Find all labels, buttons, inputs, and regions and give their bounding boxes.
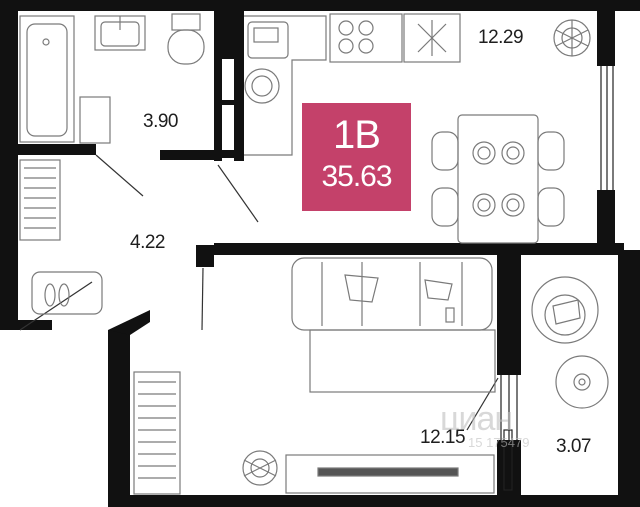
loggia-armchair: [531, 276, 599, 344]
bedroom-radiator: [133, 371, 181, 495]
door-swings: [19, 154, 499, 431]
watermark-code: 15 175479: [468, 435, 530, 450]
area-bedroom: 12.15: [420, 427, 466, 448]
apartment-type: 1В: [333, 113, 381, 157]
watermark: циан 15 175479: [440, 400, 529, 450]
hall-radiator: [19, 159, 61, 241]
watermark-brand: циан: [440, 400, 513, 438]
bathtub: [19, 15, 75, 143]
plant-kitchen: [553, 19, 591, 57]
window-bedroom: [500, 375, 518, 440]
loggia-table: [555, 355, 609, 409]
dining-table: [431, 114, 565, 244]
stove: [329, 13, 403, 63]
toilet: [167, 13, 205, 65]
area-kitchen-living: 12.29: [478, 27, 524, 48]
washing-machine: [79, 96, 111, 144]
loggia-door: [503, 429, 513, 491]
fridge: [403, 13, 461, 63]
tv-stand: [285, 454, 495, 494]
window-kitchen: [600, 66, 614, 190]
shoe-mat: [31, 271, 103, 315]
apartment-total-area: 35.63: [321, 160, 392, 193]
plant-bedroom: [242, 450, 278, 486]
sink: [94, 15, 146, 51]
area-hall: 4.22: [130, 232, 165, 253]
apartment-badge: 1В 35.63: [302, 103, 411, 211]
area-loggia: 3.07: [556, 436, 591, 457]
area-bathroom: 3.90: [143, 111, 178, 132]
kitchen-counter: [244, 15, 327, 156]
bed: [291, 257, 496, 393]
